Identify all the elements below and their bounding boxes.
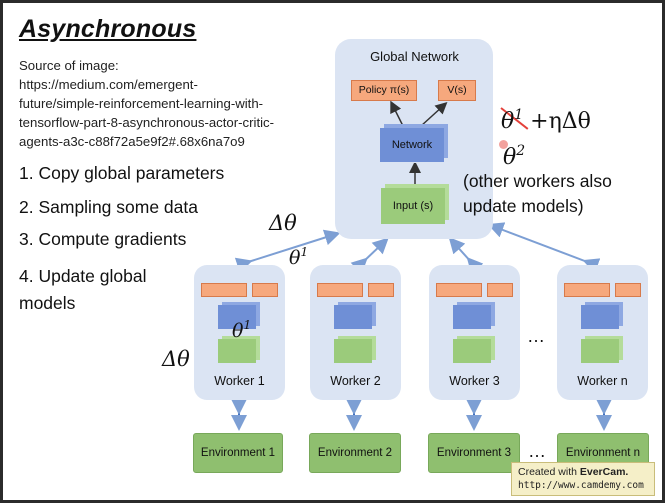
worker-3-box: Worker 3 [429, 265, 520, 400]
watermark-line-1: Created with EverCam. [518, 466, 629, 478]
input-arrow [409, 163, 421, 185]
worker-1-theta: θ1 [232, 318, 252, 342]
arrow-global-worker-n [487, 222, 601, 274]
other-workers-note: (other workers also update models) [463, 169, 612, 219]
delta-theta-upper: Δθ [269, 211, 297, 235]
worker-1-label: Worker 1 [214, 374, 265, 388]
worker-1-input-block [218, 339, 256, 363]
superscript-two: 2 [516, 143, 526, 159]
evercam-watermark: Created with EverCam. http://www.camdemy… [511, 462, 655, 496]
worker-2-box: Worker 2 [310, 265, 401, 400]
arrow-global-worker-2 [350, 237, 389, 275]
delta-theta-lower: Δθ [162, 347, 190, 371]
theta-one-text: θ [501, 109, 515, 134]
value-label: V(s) [447, 84, 467, 96]
worker-n-policy-block [564, 283, 610, 297]
input-block: Input (s) [381, 188, 445, 224]
network-output-arrows [390, 100, 448, 127]
worker-n-input-block [581, 339, 619, 363]
step-3: 3. Compute gradients [19, 229, 187, 249]
environment-3: Environment 3 [428, 433, 520, 473]
source-citation: Source of image: https://medium.com/emer… [19, 56, 349, 151]
formula-rest: +ηΔθ [523, 109, 591, 134]
source-url-line-3: tensorflow-part-8-asynchronous-actor-cri… [19, 115, 275, 130]
worker-1-box: Worker 1 [194, 265, 285, 400]
worker-3-value-block [487, 283, 513, 297]
policy-label: Policy π(s) [358, 84, 410, 96]
worker-n-network-block [581, 305, 619, 329]
environment-1: Environment 1 [193, 433, 283, 473]
superscript-one: 1 [514, 107, 524, 123]
environment-2: Environment 2 [309, 433, 401, 473]
worker-1-policy-block [201, 283, 247, 297]
step-4: 4. Update global models [19, 266, 147, 313]
value-block: V(s) [438, 80, 476, 101]
source-url-line-2: future/simple-reinforcement-learning-wit… [19, 96, 264, 111]
note-line-2: update models) [463, 196, 584, 216]
source-label: Source of image: [19, 58, 119, 73]
worker-3-label: Worker 3 [449, 374, 500, 388]
global-network-title: Global Network [370, 49, 459, 64]
watermark-url: http://www.camdemy.com [518, 480, 644, 491]
worker-2-policy-block [317, 283, 363, 297]
worker-2-label: Worker 2 [330, 374, 381, 388]
network-label: Network [391, 139, 433, 151]
worker-3-policy-block [436, 283, 482, 297]
step-2: 2. Sampling some data [19, 197, 198, 217]
policy-block: Policy π(s) [351, 80, 417, 101]
network-block: Network [380, 128, 444, 162]
workers-ellipsis: … [527, 326, 545, 346]
theta-two: θ2 [503, 143, 525, 170]
update-formula: θ1 +ηΔθ [501, 107, 591, 134]
theta-one-upper: θ1 [289, 245, 309, 269]
slide: Asynchronous Source of image: https://me… [3, 3, 662, 500]
worker-2-input-block [334, 339, 372, 363]
slide-title: Asynchronous [19, 15, 197, 43]
environments-ellipsis: … [528, 441, 546, 461]
worker-1-network-block [218, 305, 256, 329]
worker-3-network-block [453, 305, 491, 329]
worker-n-value-block [615, 283, 641, 297]
worker-2-network-block [334, 305, 372, 329]
step-1: 1. Copy global parameters [19, 163, 225, 183]
pointer-dot [499, 140, 508, 149]
source-url-line-4: agents-a3c-c88f72a5e9f2#.68x6na7o9 [19, 134, 245, 149]
input-label: Input (s) [392, 200, 434, 212]
source-url-line-1: https://medium.com/emergent- [19, 77, 198, 92]
theta-two-text: θ [503, 145, 517, 170]
worker-1-value-block [252, 283, 278, 297]
worker-2-value-block [368, 283, 394, 297]
arrow-global-worker-3 [448, 237, 484, 275]
arrow-global-worker-1 [234, 229, 341, 274]
worker-3-input-block [453, 339, 491, 363]
connector-arrows [231, 222, 612, 431]
worker-n-label: Worker n [577, 374, 628, 388]
worker-n-box: Worker n [557, 265, 648, 400]
note-line-1: (other workers also [463, 171, 612, 191]
